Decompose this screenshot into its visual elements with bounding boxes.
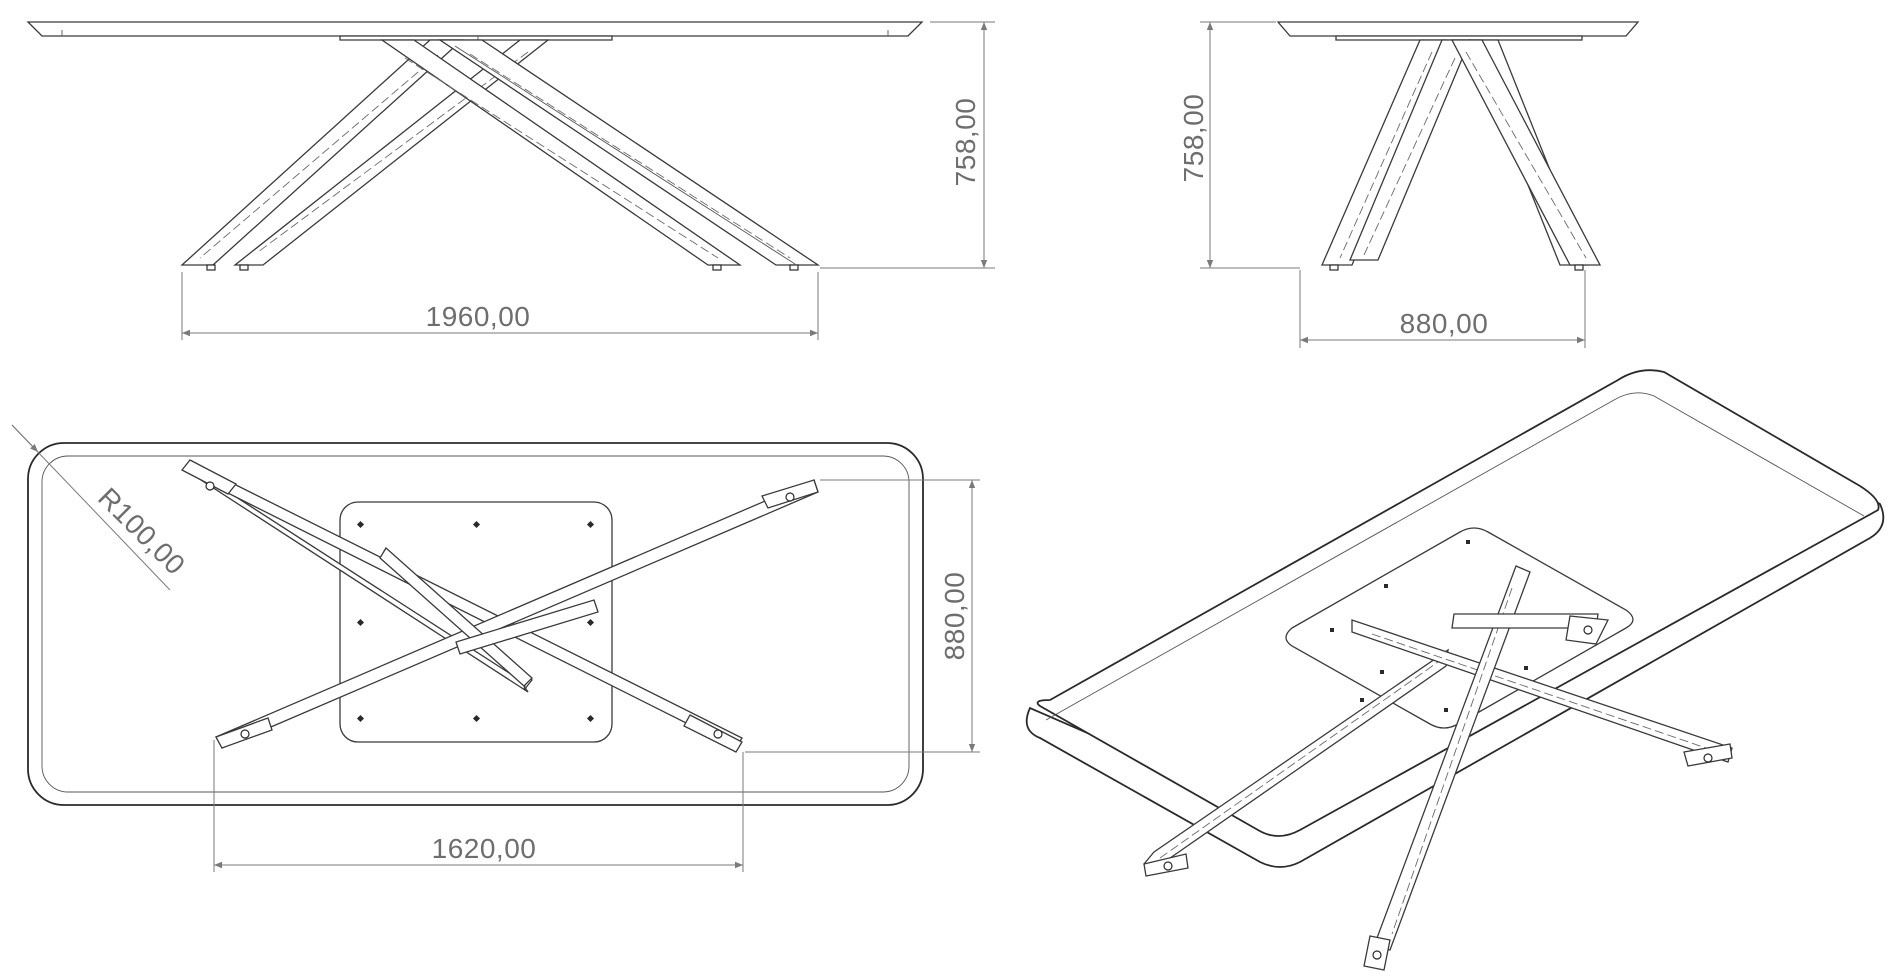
iso-leg-4 [1451, 613, 1610, 645]
side-leg-4 [1450, 39, 1602, 266]
front-dim-height: 758,00 [820, 21, 995, 269]
plan-dim-leg-span-y: 880,00 [745, 479, 980, 753]
side-leg-1 [1321, 39, 1447, 266]
plan-leg-a [180, 459, 743, 753]
plan-dim-leg-span-x: 1620,00 [213, 740, 744, 872]
front-dim-width-label: 1960,00 [426, 301, 531, 332]
front-view: 1960,00 758,00 [26, 21, 995, 340]
side-dim-width: 880,00 [1299, 270, 1586, 348]
isometric-view [1025, 369, 1885, 971]
front-leg-1 [180, 39, 464, 266]
plan-mounting-plate [339, 501, 613, 743]
iso-leg-2 [1351, 619, 1733, 767]
plan-tabletop-inner [41, 455, 910, 793]
plan-dim-leg-span-x-label: 1620,00 [432, 833, 537, 864]
plan-dim-leg-span-y-label: 880,00 [939, 572, 970, 661]
front-tabletop [26, 21, 924, 37]
plan-view: R100,00 880,00 1620,00 [11, 424, 980, 872]
plan-plate-holes [356, 520, 595, 723]
iso-leg-3 [1363, 565, 1531, 971]
front-mounting-plate [339, 35, 613, 41]
front-dim-height-label: 758,00 [950, 98, 981, 187]
plan-leg-b [215, 479, 819, 749]
side-tabletop [1276, 21, 1640, 37]
side-dim-height-label: 758,00 [1178, 94, 1209, 183]
front-dim-width: 1960,00 [181, 272, 819, 340]
side-view: 880,00 758,00 [1178, 21, 1640, 348]
front-leg-back-b [379, 39, 743, 266]
side-dim-width-label: 880,00 [1400, 308, 1489, 339]
iso-tabletop-inner [1045, 392, 1865, 721]
side-mounting-plate [1335, 35, 1583, 41]
iso-plate-holes [1330, 540, 1528, 712]
front-leg-2 [437, 39, 821, 266]
plan-leg-d [455, 599, 599, 655]
side-dim-height: 758,00 [1178, 21, 1300, 269]
